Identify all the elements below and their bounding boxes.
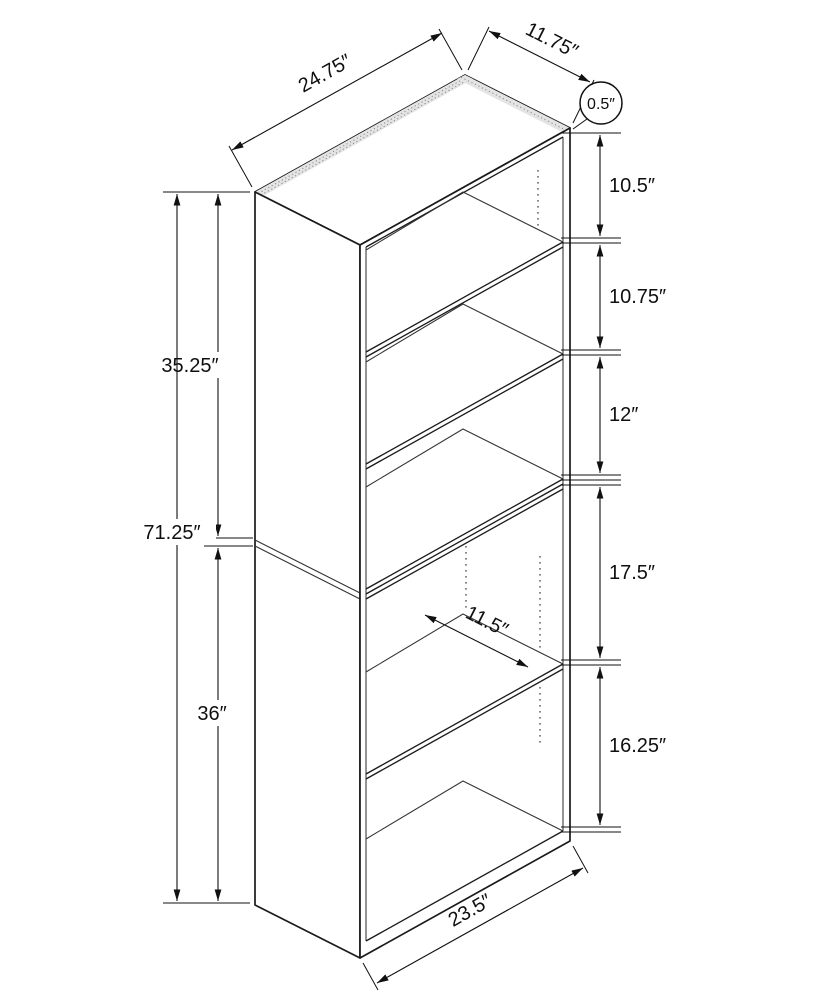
dim-top-board-thickness: 0.5″ bbox=[572, 81, 623, 130]
dim-label-top-board-thickness: 0.5″ bbox=[587, 96, 615, 113]
bookcase-left-side-panel bbox=[254, 191, 361, 959]
dim-upper-section-height: 35.25″ bbox=[146, 194, 234, 536]
dim-opening-5: 16.25″ bbox=[596, 667, 666, 825]
dim-opening-3: 12″ bbox=[596, 357, 638, 473]
dim-opening-2: 10.75″ bbox=[596, 245, 666, 348]
shelf-line bbox=[365, 246, 564, 358]
shelf-line bbox=[365, 353, 564, 465]
dim-opening-4: 17.5″ bbox=[596, 487, 655, 658]
divider-line bbox=[365, 483, 564, 595]
dim-label-lower-section-height: 36″ bbox=[197, 703, 226, 725]
dim-opening-1: 10.5″ bbox=[596, 135, 655, 236]
dim-label-opening-3: 12″ bbox=[609, 404, 638, 426]
bookcase-drawing bbox=[254, 74, 571, 959]
shelf-line bbox=[365, 668, 564, 780]
dim-label-opening-1: 10.5″ bbox=[609, 175, 655, 197]
shelf-pin-holes bbox=[465, 170, 541, 746]
shelf-line bbox=[365, 241, 564, 353]
divider-line bbox=[365, 488, 564, 600]
top-edge-speckle-right bbox=[460, 76, 567, 131]
dim-lower-section-height: 36″ bbox=[184, 548, 240, 901]
thickness-callout-circle bbox=[579, 81, 623, 125]
side-panel-joint-lines bbox=[254, 539, 361, 600]
divider-line bbox=[365, 478, 564, 590]
shelf-line bbox=[365, 663, 564, 775]
dim-label-top-width: 24.75″ bbox=[295, 50, 356, 97]
dim-label-total-height: 71.25″ bbox=[143, 522, 200, 544]
interior-lines bbox=[365, 191, 564, 840]
dim-label-upper-section-height: 35.25″ bbox=[161, 355, 218, 377]
dim-label-opening-2: 10.75″ bbox=[609, 286, 666, 308]
dim-total-height: 71.25″ bbox=[128, 194, 216, 901]
right-extension-ticks bbox=[561, 132, 621, 833]
left-extension-lines bbox=[163, 191, 253, 904]
dim-label-opening-5: 16.25″ bbox=[609, 735, 666, 757]
top-edge-speckle-left bbox=[257, 76, 472, 196]
top-board-edge bbox=[365, 136, 564, 248]
dim-label-top-depth: 11.75″ bbox=[522, 18, 582, 63]
shelf-line bbox=[365, 358, 564, 470]
dim-label-opening-4: 17.5″ bbox=[609, 562, 655, 584]
